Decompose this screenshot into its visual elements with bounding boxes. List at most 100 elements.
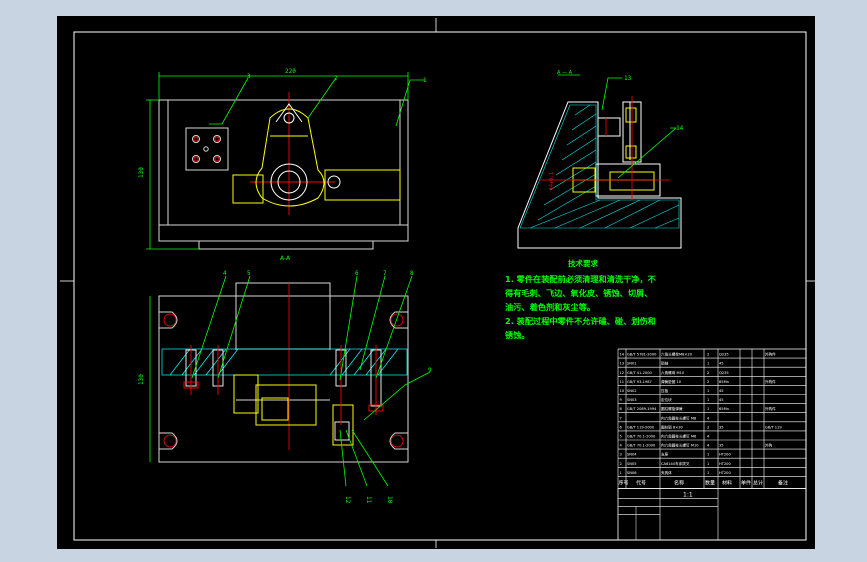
bom-name: CA6140车床拨叉 [661,461,690,466]
tech-line-4: 2. 装配过程中零件不允许磕、碰、划伤和 [505,316,656,326]
bom-header-cell: 材料 [722,479,732,486]
top-view-leaders [149,275,431,487]
top-view-fork [233,374,354,446]
front-section-label: A-A [280,255,291,262]
bom-code: GB/T 5781-2000 [627,353,657,357]
front-view [158,99,409,250]
bom-code: GB/T 41-2000 [627,371,653,375]
bom-no: 7 [620,416,622,420]
workpiece-fork [232,108,401,207]
bom-header-cell: 名称 [674,479,684,486]
bom-code: GB/T 2089-1994 [627,407,657,411]
tech-line-3: 油污、着色剂和灰尘等。 [505,302,595,312]
bom-no: 8 [620,407,623,411]
tech-title: 技术要求 [568,258,598,268]
top-view [158,282,409,463]
callout-14: 14 [676,125,684,132]
bom-qty: 2 [707,371,709,375]
bom-no: 12 [620,371,625,375]
bom-qty: 2 [707,353,709,357]
tech-line-2: 得有毛刺、飞边、氧化皮、锈蚀、切屑、 [504,288,652,298]
bom-material: HT200 [719,462,731,466]
bom-qty: 4 [707,416,710,420]
bom-code: SN02 [627,389,637,393]
front-view-dimensions [146,72,425,250]
bom-no: 11 [620,380,625,384]
callout-2: 2 [334,75,338,82]
tech-line-1: 1. 零件在装配前必须清理和清洗干净，不 [505,274,657,284]
side-view-red-marks [540,96,670,200]
bom-no: 1 [620,471,622,475]
bom-code: SN05 [627,462,637,466]
callout-3: 3 [247,73,251,80]
bom-note: 外购件 [765,379,776,384]
bom-name: 定位块 [661,397,672,402]
bom-name: 内六角圆柱头螺钉 M8 [661,415,697,420]
bom-name: 销轴 [661,361,669,366]
callout-1: 1 [423,77,427,84]
bom-material: HT200 [719,471,731,475]
callout-13: 13 [624,75,632,82]
bom-no: 6 [620,425,623,429]
bom-qty: 1 [707,471,709,475]
bom-name: 圆柱螺旋弹簧 [661,406,683,411]
callout-4: 4 [223,270,227,277]
bom-code: SN04 [627,453,637,457]
bom-material: 45 [719,389,724,393]
callout-12: 12 [344,496,351,504]
bom-code: GB/T 70.1-2000 [627,444,656,448]
bom-note: GB/T 119 [765,425,782,429]
bom-no: 9 [620,398,623,402]
bom-header-cell: 总计 [753,479,763,486]
bom-header-cell: 备注 [778,479,788,486]
bom-header-cell: 序号 [619,479,629,486]
bom-header-cell: 数量 [705,479,715,486]
tech-line-5: 锈蚀。 [505,330,530,340]
callout-9: 9 [428,367,432,374]
bom-code: SN01 [627,362,637,366]
scale-label: 1:1 [683,491,693,498]
bom-note: 外购件 [765,406,776,411]
bom-qty: 1 [707,362,709,366]
base-plate [158,295,409,463]
bom-name: 圆柱销 8×30 [661,424,684,429]
bom-material: 65Mn [719,380,729,384]
bom-material: 45 [719,362,724,366]
drawing-sheet [57,16,815,549]
side-view-leaders [558,74,678,179]
callout-5: 5 [247,270,251,277]
callout-10: 10 [386,496,393,504]
callout-8: 8 [410,270,414,277]
bom-note: 外购 [765,443,773,448]
bom-qty: 2 [707,380,709,384]
bom-name: 六角头螺栓M8×20 [661,352,693,357]
front-height-dim: 130 [138,167,145,178]
drawing-border [73,31,807,541]
top-view-red [183,345,384,425]
bom-qty: 1 [707,398,709,402]
bom-code: GB/T 70.1-2000 [627,435,656,439]
bom-qty: 4 [707,435,710,439]
callout-6: 6 [355,270,359,277]
bom-no: 5 [620,435,622,439]
bom-qty: 1 [707,462,709,466]
bom-no: 4 [620,444,623,448]
callout-11: 11 [365,496,372,504]
bom-material: Q235 [719,371,729,375]
bom-code: GB/T 119-2000 [627,425,655,429]
bom-no: 2 [620,462,622,466]
bom-qty: 1 [707,389,709,393]
callout-7: 7 [383,270,387,277]
bom-material: 45 [719,398,724,402]
bom-header-cell: 单件 [741,479,751,486]
bom-qty: 2 [707,425,709,429]
tech-requirements: 技术要求 1. 零件在装配前必须清理和清洗干净，不 得有毛刺、飞边、氧化皮、锈蚀… [504,258,657,340]
front-view-pin [270,103,341,201]
bom-qty: 1 [707,453,709,457]
support-block [185,127,229,171]
bom-name: 夹具体 [661,470,672,475]
bom-no: 13 [620,362,625,366]
